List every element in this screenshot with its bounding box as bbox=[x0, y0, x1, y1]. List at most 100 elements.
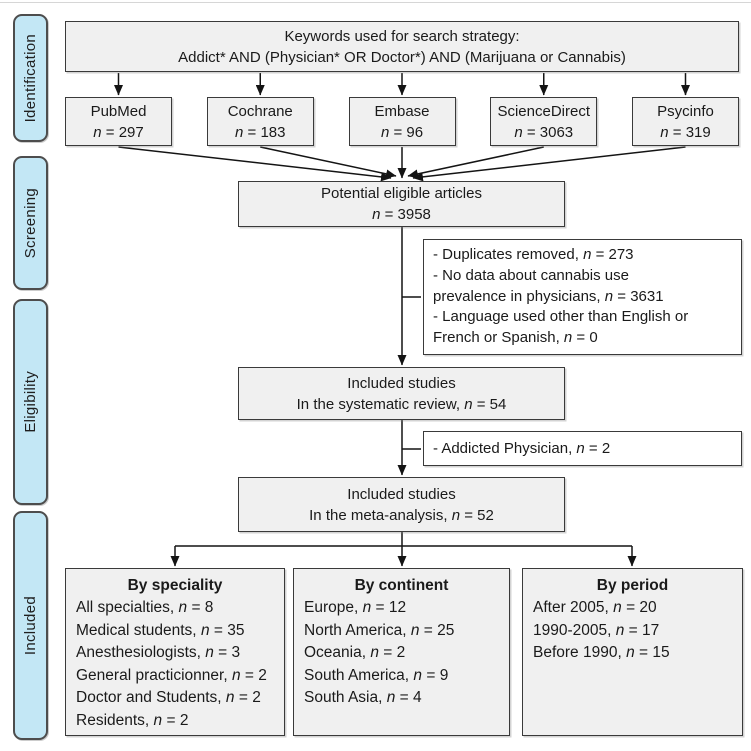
stage-label-pill: Included bbox=[13, 511, 48, 740]
database-name: Psycinfo bbox=[657, 102, 714, 120]
by-period-box: By period After 2005, n = 20 1990-2005, … bbox=[522, 568, 743, 736]
group-items: All specialties, n = 8 Medical students,… bbox=[66, 597, 284, 732]
n-symbol: n bbox=[153, 711, 163, 729]
group-stat-line: Europe, n = 12 bbox=[304, 597, 509, 620]
n-symbol: n bbox=[615, 621, 625, 639]
count-value: = 54 bbox=[472, 395, 507, 413]
count-value: = 0 bbox=[572, 329, 598, 347]
database-count: n = 319 bbox=[660, 122, 710, 143]
exclusion-line: - Duplicates removed, n = 273 bbox=[433, 245, 732, 266]
systematic-count: In the systematic review, n = 54 bbox=[297, 394, 507, 415]
count-value: = 25 bbox=[419, 621, 455, 639]
meta-count: In the meta-analysis, n = 52 bbox=[309, 505, 494, 526]
count-value: = 8 bbox=[187, 599, 214, 616]
database-name: Embase bbox=[374, 102, 430, 120]
count-value: = 9 bbox=[422, 666, 449, 684]
top-border-line bbox=[0, 2, 751, 3]
n-symbol: n bbox=[464, 395, 473, 413]
count-value: = 2 bbox=[378, 644, 406, 661]
stage-label-pill: Eligibility bbox=[13, 299, 48, 505]
stat-text: South Asia, bbox=[304, 689, 387, 706]
count-pre: In the meta-analysis, bbox=[309, 506, 452, 524]
n-symbol: n bbox=[613, 599, 622, 616]
database-name: Cochrane bbox=[227, 102, 293, 120]
n-symbol: n bbox=[576, 440, 585, 457]
keywords-box: Keywords used for search strategy: Addic… bbox=[65, 21, 739, 72]
database-box: Cochrane n = 183 bbox=[206, 97, 314, 146]
group-stat-line: South Asia, n = 4 bbox=[304, 687, 509, 710]
stat-text: Doctor and Students, bbox=[76, 689, 226, 706]
n-symbol: n bbox=[205, 644, 214, 661]
stat-text: General practicionner, bbox=[76, 666, 232, 684]
n-symbol: n bbox=[563, 329, 573, 347]
database-box: ScienceDirect n = 3063 bbox=[490, 97, 598, 146]
exclusion-line: - No data about cannabis use bbox=[433, 266, 732, 287]
n-symbol: n bbox=[372, 206, 381, 223]
exclusion-line: prevalence in physicians, n = 3631 bbox=[433, 287, 732, 308]
n-symbol: n bbox=[660, 123, 669, 141]
n-symbol: n bbox=[451, 506, 461, 524]
database-box: PubMed n = 297 bbox=[65, 97, 172, 146]
by-speciality-box: By speciality All specialties, n = 8 Med… bbox=[65, 568, 285, 736]
stage-label-text: Eligibility bbox=[22, 371, 39, 433]
count-value: = 273 bbox=[591, 246, 634, 263]
count-value: = 96 bbox=[389, 123, 424, 141]
n-symbol: n bbox=[93, 123, 102, 141]
count-value: = 2 bbox=[162, 711, 189, 729]
n-symbol: n bbox=[410, 621, 420, 639]
exclusion-line: - Addicted Physician, n = 2 bbox=[433, 438, 610, 459]
stage-label-pill: Screening bbox=[13, 156, 48, 290]
group-stat-line: All specialties, n = 8 bbox=[76, 597, 284, 620]
database-count: n = 183 bbox=[235, 122, 285, 143]
exclusion-line: - Language used other than English or bbox=[433, 307, 732, 328]
potential-count: n = 3958 bbox=[372, 204, 431, 225]
exclusion-text: - No data about cannabis use bbox=[433, 266, 629, 284]
count-value: = 12 bbox=[371, 599, 407, 616]
group-stat-line: After 2005, n = 20 bbox=[533, 597, 742, 620]
stat-text: After 2005, bbox=[533, 599, 614, 616]
keywords-line2: Addict* AND (Physician* OR Doctor*) AND … bbox=[178, 48, 626, 66]
stage-label-pill: Identification bbox=[13, 14, 48, 142]
exclusion-line: French or Spanish, n = 0 bbox=[433, 328, 732, 349]
keywords-line1: Keywords used for search strategy: bbox=[284, 27, 520, 45]
n-symbol: n bbox=[626, 644, 635, 661]
group-stat-line: General practicionner, n = 2 bbox=[76, 665, 284, 688]
stat-text: Medical students, bbox=[76, 621, 201, 639]
count-value: = 2 bbox=[240, 666, 267, 684]
stat-text: Oceania, bbox=[304, 644, 371, 661]
meta-analysis-box: Included studies In the meta-analysis, n… bbox=[238, 477, 565, 532]
exclusion-text: - Addicted Physician, bbox=[433, 440, 577, 457]
n-symbol: n bbox=[231, 666, 241, 684]
stage-label-text: Included bbox=[22, 595, 39, 656]
stat-text: Residents, bbox=[76, 711, 154, 729]
exclusion-text: French or Spanish, bbox=[433, 329, 564, 347]
stat-text: Before 1990, bbox=[533, 644, 627, 661]
stage-label-text: Identification bbox=[22, 33, 39, 123]
n-symbol: n bbox=[362, 599, 372, 616]
n-symbol: n bbox=[386, 689, 396, 706]
n-symbol: n bbox=[380, 123, 390, 141]
n-symbol: n bbox=[604, 287, 614, 305]
n-symbol: n bbox=[514, 123, 523, 141]
count-value: = 17 bbox=[624, 621, 660, 639]
group-stat-line: Medical students, n = 35 bbox=[76, 620, 284, 643]
database-row: PubMed n = 297 Cochrane n = 183 Embase n… bbox=[65, 97, 739, 146]
by-continent-box: By continent Europe, n = 12 North Americ… bbox=[293, 568, 510, 736]
group-heading: By period bbox=[596, 577, 669, 594]
count-value: = 15 bbox=[634, 644, 670, 661]
count-value: = 3631 bbox=[613, 287, 664, 305]
stage-label-text: Screening bbox=[22, 187, 39, 259]
group-stat-line: Doctor and Students, n = 2 bbox=[76, 687, 284, 710]
database-name: PubMed bbox=[90, 102, 147, 120]
count-value: = 2 bbox=[234, 689, 261, 706]
database-count: n = 297 bbox=[93, 122, 143, 143]
exclusion-text: prevalence in physicians, bbox=[433, 287, 605, 305]
stat-text: 1990-2005, bbox=[533, 621, 616, 639]
count-value: = 2 bbox=[584, 440, 611, 457]
systematic-line1: Included studies bbox=[347, 374, 456, 392]
n-symbol: n bbox=[178, 599, 188, 616]
stat-text: South America, bbox=[304, 666, 414, 684]
potential-eligible-box: Potential eligible articles n = 3958 bbox=[238, 181, 565, 227]
count-value: = 319 bbox=[668, 123, 711, 141]
